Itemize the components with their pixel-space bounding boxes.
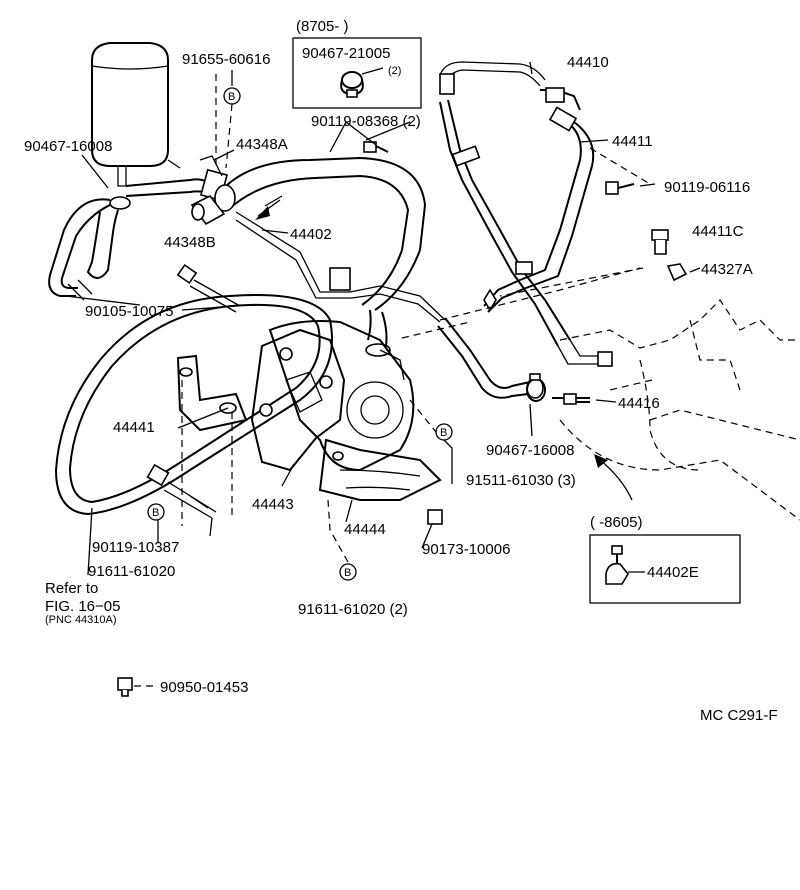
label-90467-16008-right: 90467-16008 (486, 442, 574, 459)
steering-gear-housing (559, 299, 800, 521)
label-90119-08368: 90119-08368 (2) (311, 113, 421, 130)
clip-44327A-icon (666, 263, 688, 282)
label-44444: 44444 (344, 521, 386, 538)
tube-44402 (235, 211, 544, 399)
pressure-lines-44410 (439, 61, 613, 367)
label-44411: 44411 (612, 133, 653, 150)
catalog-code: MC C291-F (700, 707, 778, 724)
hose-44348B (190, 194, 226, 226)
label-90119-06116: 90119-06116 (664, 179, 750, 196)
union-bolt-44416-icon (552, 393, 590, 405)
clamp-44402E-icon (605, 545, 629, 585)
svg-text:B: B (152, 507, 159, 519)
hose-44348A (214, 156, 427, 357)
supply-hose-reservoir (125, 155, 229, 202)
label-90467-21005-qty: (2) (388, 65, 401, 77)
union-44411C-icon (651, 229, 669, 255)
refer-line-3: (PNC 44310A) (45, 614, 117, 626)
inset-box-8705: (8705- ) 90467-21005 (2) (292, 18, 422, 109)
marker-b-4: B (339, 563, 357, 581)
label-90950-01453: 90950-01453 (160, 679, 248, 696)
bolt-90119-10387-icon (146, 463, 217, 519)
label-90467-21005: 90467-21005 (302, 45, 390, 62)
refer-line-2: FIG. 16−05 (45, 598, 120, 615)
label-91611-61020: 91611-61020 (88, 563, 175, 580)
svg-text:B: B (440, 427, 447, 439)
marker-b-1: B (223, 87, 241, 105)
bracket-44443 (250, 328, 346, 472)
label-44441: 44441 (113, 419, 155, 436)
bolt-90119-06116-icon (605, 181, 635, 195)
return-hose-left (48, 196, 131, 301)
clamp-90467-16008-icon (526, 373, 546, 402)
label-90467-16008-left: 90467-16008 (24, 138, 112, 155)
marker-b-2: B (435, 423, 453, 441)
inset-box-8605: ( -8605) 44402E (589, 514, 741, 604)
label-44348A: 44348A (236, 136, 288, 153)
pump-body (268, 320, 415, 472)
bracket-44444 (318, 438, 442, 501)
bolt-90119-08368-icon (363, 141, 389, 153)
bracket-44441 (176, 354, 248, 432)
refer-line-1: Refer to (45, 580, 98, 597)
leader-lines (65, 61, 701, 687)
label-90119-10387: 90119-10387 (92, 539, 179, 556)
inset-header-8705: (8705- ) (296, 18, 349, 35)
bolt-90105-10075-icon (176, 263, 241, 313)
label-44402: 44402 (290, 226, 332, 243)
label-91655-60616: 91655-60616 (182, 51, 270, 68)
marker-b-3: B (147, 503, 165, 521)
drive-belt (54, 294, 333, 516)
label-90173-10006: 90173-10006 (422, 541, 510, 558)
svg-text:B: B (228, 91, 235, 103)
pressure-lines-44411 (483, 87, 595, 313)
grommet-90950-01453-icon (117, 677, 133, 697)
label-44416: 44416 (618, 395, 660, 412)
label-44402E: 44402E (647, 564, 699, 581)
nut-90173-10006-icon (427, 509, 443, 525)
label-90105-10075: 90105-10075 (85, 303, 173, 320)
reservoir (91, 42, 181, 187)
label-44411C: 44411C (692, 223, 744, 240)
label-44327A: 44327A (701, 261, 753, 278)
label-91511-61030: 91511-61030 (3) (466, 472, 576, 489)
clamp-icon (340, 71, 364, 98)
svg-text:B: B (344, 567, 351, 579)
label-44410: 44410 (567, 54, 609, 71)
inset-header-8605: ( -8605) (590, 514, 643, 531)
label-44348B: 44348B (164, 234, 216, 251)
label-44443: 44443 (252, 496, 294, 513)
label-91611-61020-qty2: 91611-61020 (2) (298, 601, 408, 618)
